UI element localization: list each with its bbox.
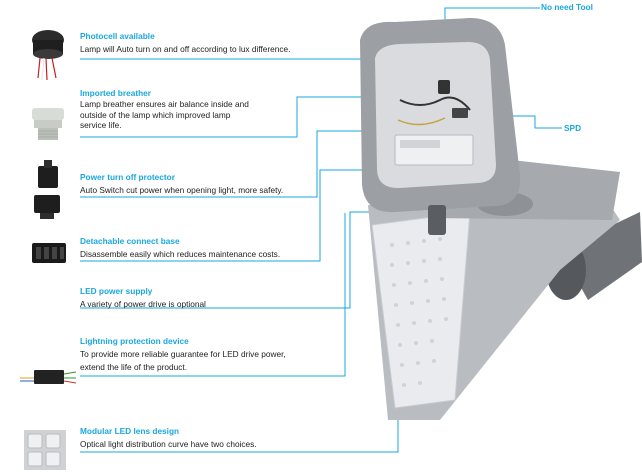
feature-title: Lightning protection device xyxy=(80,336,189,346)
feature-description-line: Lamp will Auto turn on and off according… xyxy=(80,44,291,54)
feature-lightning: Lightning protection device To provide m… xyxy=(80,336,286,372)
feature-description-line: To provide more reliable guarantee for L… xyxy=(80,349,286,359)
power-protector-thumbnail xyxy=(34,160,60,219)
feature-description-line: A variety of power drive is optional xyxy=(80,299,206,309)
callout-line-lightning xyxy=(80,213,346,377)
feature-description-line: service life. xyxy=(80,120,122,130)
feature-description-line: Lamp breather ensures air balance inside… xyxy=(80,99,249,109)
feature-breather: Imported breather Lamp breather ensures … xyxy=(80,88,249,131)
connect-base-thumbnail xyxy=(32,243,66,263)
breather-thumbnail xyxy=(32,108,64,140)
lamp-led-grid xyxy=(390,237,448,387)
feature-title: Detachable connect base xyxy=(80,236,180,246)
spd-label: SPD xyxy=(564,123,582,133)
feature-description-line: Disassemble easily which reduces mainten… xyxy=(80,249,281,259)
feature-description-line: Auto Switch cut power when opening light… xyxy=(80,185,284,195)
feature-photocell: Photocell available Lamp will Auto turn … xyxy=(80,31,290,55)
feature-power-protector: Power turn off protector Auto Switch cut… xyxy=(80,172,283,196)
feature-description-line: outside of the lamp which improved lamp xyxy=(80,109,231,120)
feature-title: Imported breather xyxy=(80,88,151,98)
feature-connect-base: Detachable connect base Disassemble easi… xyxy=(80,236,280,260)
feature-led-supply: LED power supply A variety of power driv… xyxy=(80,286,206,310)
lightning-device-thumbnail xyxy=(20,370,77,384)
feature-title: Modular LED lens design xyxy=(80,426,180,436)
callout-line-breather xyxy=(80,96,408,138)
feature-title: Photocell available xyxy=(80,31,155,41)
feature-title: Power turn off protector xyxy=(80,172,175,182)
lamp-spd-module xyxy=(452,108,468,118)
no-need-tool-label: No need Tool xyxy=(541,2,593,12)
feature-title: LED power supply xyxy=(80,286,153,296)
lamp-tool-free-latch xyxy=(438,80,450,94)
lens-thumbnail xyxy=(24,430,66,470)
feature-description-line: extend the life of the product. xyxy=(80,361,188,372)
feature-lens: Modular LED lens design Optical light di… xyxy=(80,426,257,450)
photocell-thumbnail xyxy=(32,30,64,81)
lamp-hinge xyxy=(428,205,446,235)
feature-description-line: Optical light distribution curve have tw… xyxy=(80,439,257,449)
